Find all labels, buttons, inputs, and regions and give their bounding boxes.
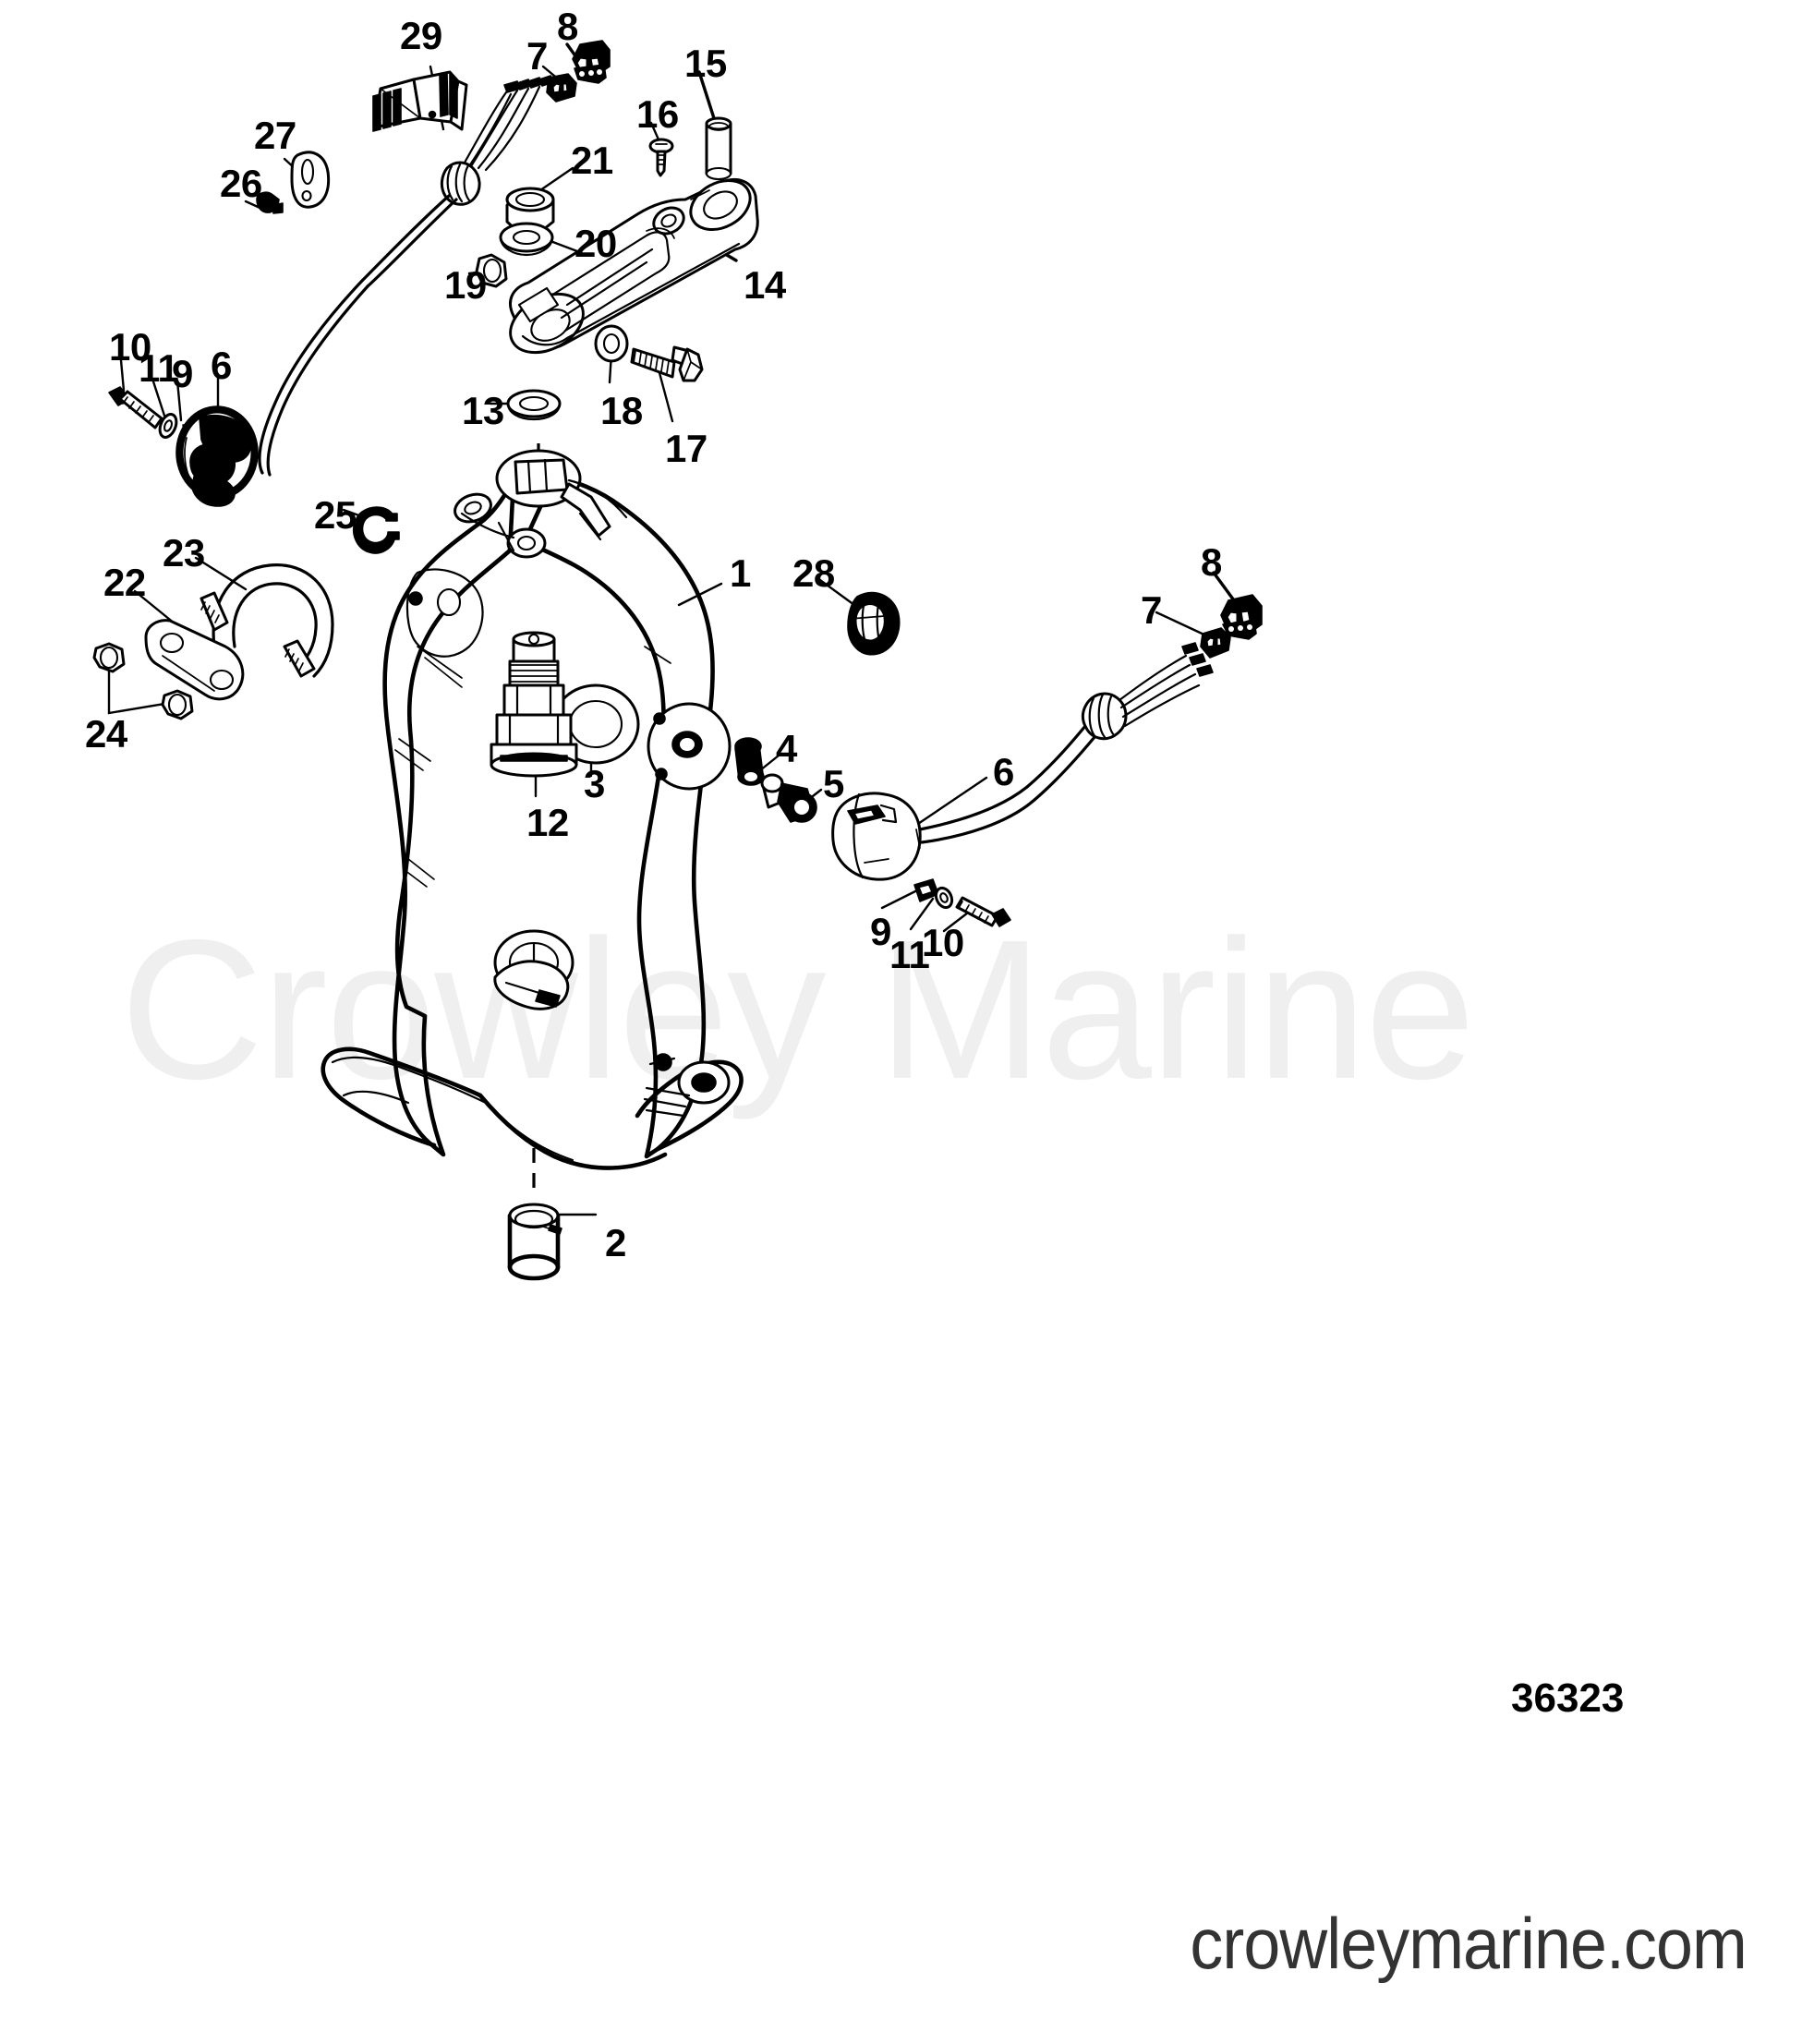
callout-1: 1 bbox=[730, 551, 751, 595]
callout-24: 24 bbox=[85, 712, 127, 756]
part-7-top-connector bbox=[546, 73, 577, 103]
callout-11-right: 11 bbox=[889, 933, 930, 976]
callout-22: 22 bbox=[103, 561, 146, 604]
part-5-swivel-stop bbox=[760, 773, 817, 823]
part-11-right-washer bbox=[934, 886, 954, 910]
part-26-push-rivet bbox=[256, 191, 284, 214]
callout-13: 13 bbox=[462, 389, 504, 432]
part-6-left-trim-sender bbox=[175, 405, 259, 507]
part-21-lock-nut bbox=[505, 187, 555, 235]
part-10-left-screw bbox=[108, 386, 163, 429]
callout-10-right: 10 bbox=[922, 921, 964, 964]
part-24-nuts bbox=[92, 642, 194, 720]
callout-3: 3 bbox=[584, 762, 605, 805]
callout-23: 23 bbox=[163, 531, 205, 574]
part-25-retaining-ring bbox=[353, 506, 400, 554]
part-20-flat-washer bbox=[499, 222, 554, 257]
callout-25: 25 bbox=[314, 493, 357, 537]
part-28-wire-clip bbox=[847, 591, 901, 656]
site-watermark: crowleymarine.com bbox=[1190, 1903, 1748, 1984]
part-27-latch-plate bbox=[290, 151, 331, 209]
part-9-right-bushing bbox=[913, 878, 939, 902]
part-14-steering-arm bbox=[509, 178, 759, 355]
part-18-washer bbox=[594, 324, 629, 363]
callout-5: 5 bbox=[823, 762, 844, 805]
part-29-cable-bracket bbox=[372, 70, 468, 132]
callout-8-right: 8 bbox=[1201, 540, 1222, 584]
callout-9-right: 9 bbox=[870, 910, 891, 953]
callout-12: 12 bbox=[526, 801, 569, 844]
callout-9-left: 9 bbox=[172, 352, 193, 395]
part-8-right-connector bbox=[1220, 594, 1263, 640]
figure-number: 36323 bbox=[1511, 1675, 1625, 1721]
callout-28: 28 bbox=[792, 551, 835, 595]
callout-4: 4 bbox=[776, 727, 797, 770]
callout-27: 27 bbox=[254, 114, 296, 157]
part-13-seal-washer bbox=[506, 389, 562, 421]
callout-14: 14 bbox=[744, 263, 786, 307]
part-15-spacer-sleeve bbox=[705, 116, 732, 181]
part-19-hex-nut bbox=[475, 253, 508, 288]
callout-19: 19 bbox=[444, 263, 487, 307]
part-16-screw bbox=[648, 138, 674, 177]
callout-29: 29 bbox=[400, 14, 442, 57]
callout-8-top: 8 bbox=[557, 5, 578, 48]
part-8-top-connector bbox=[572, 40, 611, 84]
callout-17: 17 bbox=[665, 427, 707, 470]
part-1-swivel-bracket bbox=[320, 449, 744, 1170]
right-harness-cable bbox=[918, 594, 1263, 844]
part-4-bushing bbox=[734, 737, 765, 786]
callout-7-top: 7 bbox=[526, 34, 548, 78]
callout-26: 26 bbox=[220, 162, 262, 205]
part-10-right-screw bbox=[955, 896, 1011, 927]
callout-11-left: 11 bbox=[139, 346, 179, 390]
callout-6-left: 6 bbox=[211, 344, 232, 387]
callout-15: 15 bbox=[684, 42, 727, 85]
callout-18: 18 bbox=[600, 389, 643, 432]
part-2-bottom-bushing bbox=[507, 1203, 562, 1281]
callout-7-right: 7 bbox=[1141, 588, 1162, 632]
part-7-right-connector bbox=[1200, 627, 1231, 659]
part-12-swivel-pin bbox=[490, 631, 578, 778]
top-harness-wires bbox=[258, 75, 554, 477]
part-23-u-bolt bbox=[200, 563, 334, 678]
callout-2: 2 bbox=[605, 1221, 626, 1264]
part-22-clamp-plate bbox=[144, 619, 245, 701]
callout-16: 16 bbox=[636, 92, 679, 136]
part-11-left-washer bbox=[158, 413, 178, 439]
part-17-hex-bolt bbox=[630, 345, 704, 382]
callout-20: 20 bbox=[574, 222, 617, 265]
part-6-right-trim-sender bbox=[831, 792, 922, 881]
callout-10-left: 10 bbox=[109, 325, 151, 369]
callout-21: 21 bbox=[571, 139, 613, 182]
callout-6-right: 6 bbox=[993, 750, 1014, 793]
